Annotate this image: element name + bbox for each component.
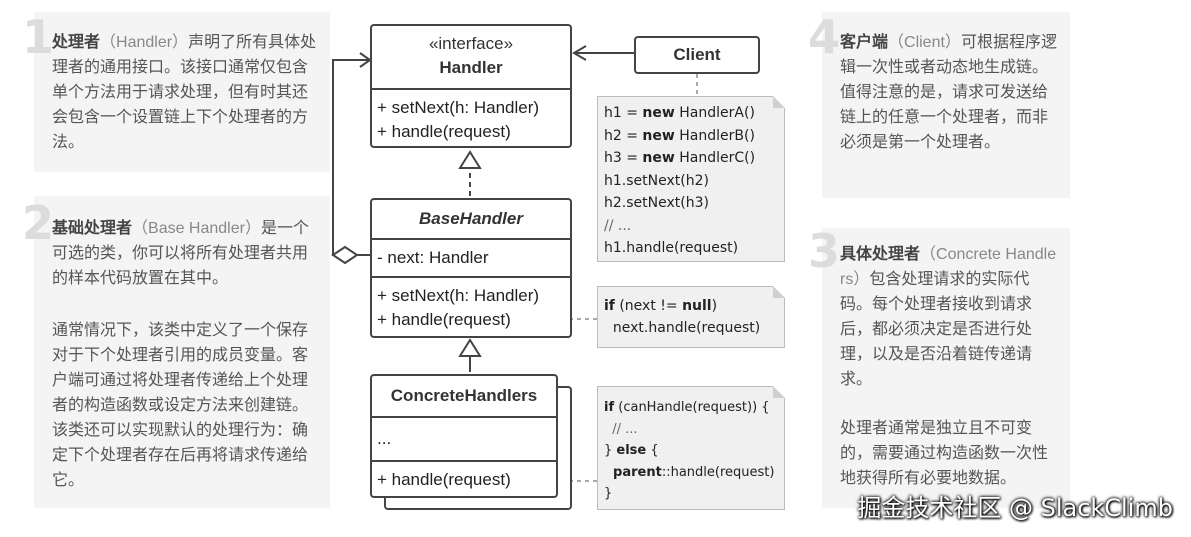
panel-client-title: 客户端 bbox=[840, 34, 889, 51]
basehandler-method-handle: + handle(request) bbox=[377, 310, 511, 329]
concrete-class-name: ConcreteHandlers bbox=[390, 386, 538, 405]
note-fold bbox=[773, 96, 785, 108]
panel-concrete-text2: 处理者通常是独立且不可变的，需要通过构造函数一次性地获得所有必要地数据。 bbox=[840, 420, 1049, 487]
base-code-line-2: next.handle(request) bbox=[604, 320, 761, 336]
concrete-fields: ... bbox=[377, 429, 392, 448]
handler-class-name: Handler bbox=[439, 58, 503, 77]
panel-handler-en: （Handler） bbox=[100, 34, 189, 51]
panel-number-4: 4 bbox=[808, 10, 841, 64]
client-code-line-1: h1 = new HandlerA() bbox=[604, 105, 755, 121]
panel-base-handler-text2: 通常情况下，该类中定义了一个保存对于下个处理者引用的成员变量。客户端可通过将处理… bbox=[52, 322, 309, 489]
panel-client bbox=[822, 12, 1070, 198]
client-code-line-6: // ... bbox=[604, 217, 632, 234]
panel-base-handler-text: 基础处理者（Base Handler）是一个可选的类，你可以将所有处理者共用的样… bbox=[52, 216, 320, 291]
uml-basehandler-class: BaseHandler - next: Handler + setNext(h:… bbox=[370, 198, 572, 338]
client-code-line-4: h1.setNext(h2) bbox=[604, 172, 709, 189]
handler-method-setnext: + setNext(h: Handler) bbox=[377, 98, 540, 117]
panel-number-2: 2 bbox=[22, 196, 55, 250]
concrete-code-line-5: } bbox=[604, 486, 613, 501]
concrete-code-line-1: if (canHandle(request)) { bbox=[604, 400, 770, 415]
panel-client-en: （Client） bbox=[888, 34, 961, 51]
panel-number-3: 3 bbox=[808, 224, 841, 278]
panel-handler-text: 处理者（Handler）声明了所有具体处理者的通用接口。该接口通常仅包含单个方法… bbox=[52, 30, 320, 155]
note-base-handle-code: if (next != null) next.handle(request) bbox=[597, 286, 785, 348]
panel-number-1: 1 bbox=[22, 10, 55, 64]
panel-handler bbox=[34, 12, 330, 172]
panel-concrete-title: 具体处理者 bbox=[840, 246, 921, 263]
panel-client-desc: 可根据程序逻辑一次性或者动态地生成链。值得注意的是，请求可发送给链上的任意一个处… bbox=[840, 34, 1057, 151]
client-code-line-7: h1.handle(request) bbox=[604, 240, 739, 256]
note-concrete-handle-code: if (canHandle(request)) { // ... } else … bbox=[597, 386, 785, 510]
watermark: 掘金技术社区 @ SlackClimb bbox=[857, 494, 1173, 522]
panel-concrete-en: （Concrete Handlers） bbox=[840, 246, 1057, 288]
uml-concrete-class: ConcreteHandlers ... + handle(request) bbox=[370, 374, 558, 498]
panel-concrete bbox=[822, 228, 1070, 508]
concrete-code-line-3: } else { bbox=[604, 443, 659, 458]
note-fold bbox=[773, 286, 785, 298]
base-code-line-1: if (next != null) bbox=[604, 298, 718, 314]
handler-stereotype: «interface» bbox=[428, 34, 514, 53]
panel-concrete-text: 具体处理者（Concrete Handlers）包含处理请求的实际代码。每个处理… bbox=[840, 242, 1058, 392]
note-fold bbox=[773, 386, 785, 398]
panel-base-handler-title: 基础处理者 bbox=[52, 220, 133, 237]
panel-concrete-desc: 包含处理请求的实际代码。每个处理者接收到请求后，都必须决定是否进行处理，以及是否… bbox=[840, 271, 1033, 388]
uml-handler-class: «interface» Handler + setNext(h: Handler… bbox=[370, 24, 572, 148]
panel-base-handler bbox=[34, 196, 330, 508]
basehandler-method-setnext: + setNext(h: Handler) bbox=[377, 286, 540, 305]
uml-client-class: Client bbox=[634, 36, 760, 74]
basehandler-field-next: - next: Handler bbox=[377, 248, 489, 267]
basehandler-class-name: BaseHandler bbox=[419, 209, 523, 228]
client-code-line-5: h2.setNext(h3) bbox=[604, 195, 709, 211]
panel-base-handler-en: （Base Handler） bbox=[132, 220, 261, 237]
panel-client-text: 客户端（Client）可根据程序逻辑一次性或者动态地生成链。值得注意的是，请求可… bbox=[840, 30, 1058, 155]
concrete-code-line-4: parent::handle(request) bbox=[604, 464, 775, 480]
concrete-code-line-2: // ... bbox=[604, 421, 638, 437]
handler-method-handle: + handle(request) bbox=[377, 122, 511, 141]
client-class-name: Client bbox=[673, 45, 721, 64]
panel-base-handler-desc: 是一个可选的类，你可以将所有处理者共用的样本代码放置在其中。 bbox=[52, 220, 309, 287]
panel-handler-title: 处理者 bbox=[52, 34, 101, 51]
note-client-code: h1 = new HandlerA() h2 = new HandlerB() … bbox=[597, 96, 785, 262]
panel-handler-desc: 声明了所有具体处理者的通用接口。该接口通常仅包含单个方法用于请求处理，但有时其还… bbox=[52, 34, 317, 151]
client-code-line-2: h2 = new HandlerB() bbox=[604, 127, 755, 144]
client-code-line-3: h3 = new HandlerC() bbox=[604, 150, 756, 166]
concrete-method-handle: + handle(request) bbox=[377, 470, 511, 489]
